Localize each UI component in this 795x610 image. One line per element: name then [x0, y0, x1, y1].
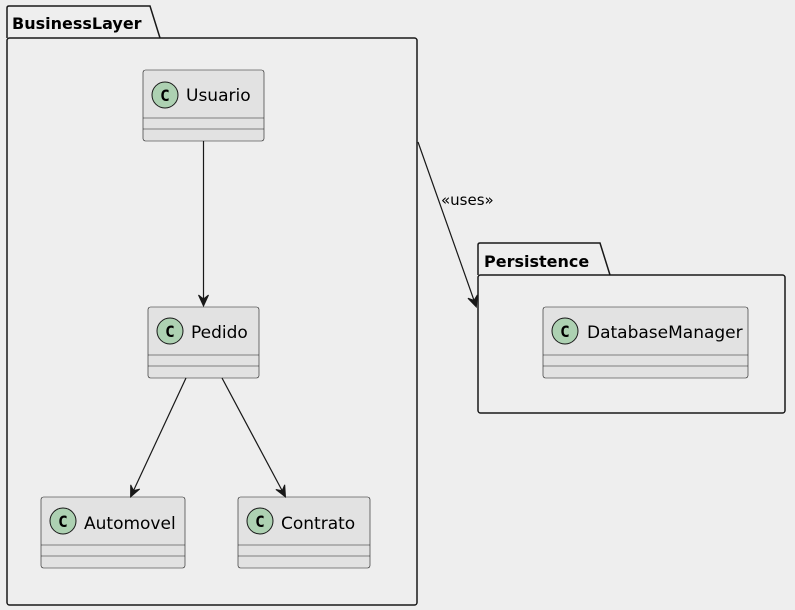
class-automovel[interactable]: C Automovel	[40, 496, 186, 569]
class-usuario[interactable]: C Usuario	[142, 69, 265, 142]
svg-text:C: C	[255, 512, 265, 531]
class-name-databasemanager: DatabaseManager	[587, 323, 743, 343]
package-title-persistence: Persistence	[484, 252, 589, 271]
arrow-pedido-to-contrato[interactable]	[221, 377, 287, 498]
class-name-pedido: Pedido	[191, 323, 248, 343]
arrow-pedido-to-automovel[interactable]	[130, 377, 187, 499]
class-c-icon: C	[49, 507, 77, 535]
svg-text:C: C	[58, 512, 68, 531]
class-c-icon: C	[156, 317, 184, 345]
class-c-icon: C	[151, 81, 179, 109]
arrow-business-uses-persistence[interactable]	[417, 141, 478, 309]
svg-text:C: C	[165, 322, 175, 341]
class-c-icon: C	[551, 317, 579, 345]
class-name-contrato: Contrato	[281, 514, 355, 534]
svg-text:C: C	[160, 86, 170, 105]
class-name-usuario: Usuario	[186, 86, 251, 106]
class-c-icon: C	[246, 507, 274, 535]
class-contrato[interactable]: C Contrato	[237, 496, 371, 569]
class-name-automovel: Automovel	[84, 514, 176, 534]
package-title-business-layer: BusinessLayer	[12, 14, 142, 33]
class-pedido[interactable]: C Pedido	[147, 306, 260, 379]
uses-stereotype-label: «uses»	[441, 191, 494, 209]
svg-text:C: C	[560, 322, 570, 341]
class-databasemanager[interactable]: C DatabaseManager	[542, 306, 749, 379]
